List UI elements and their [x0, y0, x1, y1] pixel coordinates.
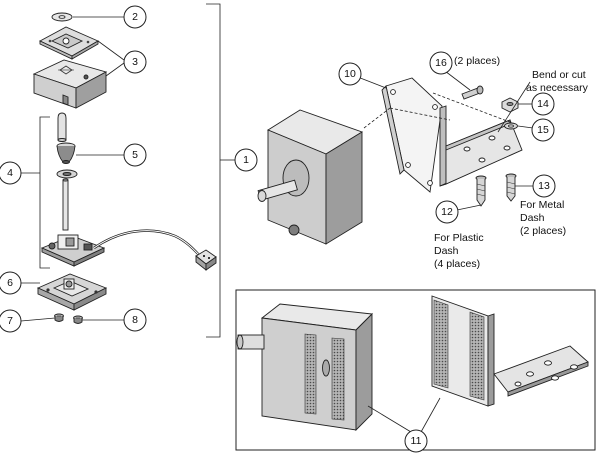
label-metal-line-3: (2 places)	[520, 225, 566, 237]
item-1-actuator-housing	[257, 109, 364, 245]
svg-text:6: 6	[7, 277, 13, 289]
item-4-group-bracket	[39, 116, 50, 269]
svg-text:4: 4	[7, 167, 13, 179]
inset-l-bracket	[431, 295, 589, 407]
callout-10: 10	[338, 62, 362, 86]
svg-text:16: 16	[435, 57, 447, 69]
callout-5: 5	[123, 143, 147, 167]
item-2-washer	[51, 12, 73, 22]
item-4-wire-connector	[195, 249, 217, 271]
item-7-screw	[54, 313, 64, 322]
callout-7: 7	[0, 309, 22, 333]
label-bend-line-2: as necessary	[526, 82, 589, 94]
callout-1: 1	[234, 148, 258, 172]
item-13-screw	[505, 173, 517, 202]
callout-15: 15	[531, 118, 555, 142]
l-bracket	[439, 105, 523, 187]
item-16-screw	[461, 85, 484, 100]
item-15-washer	[504, 122, 518, 130]
item-8-screw	[73, 315, 83, 324]
label-plastic-line-1: For Plastic	[434, 232, 484, 244]
callout-13: 13	[532, 174, 556, 198]
item-4-circuit-board	[40, 229, 203, 267]
svg-text:3: 3	[132, 56, 138, 68]
item-6-base-plate	[36, 273, 108, 311]
svg-text:1: 1	[243, 154, 249, 166]
inset-actuator-housing	[236, 303, 373, 432]
callout-8: 8	[123, 308, 147, 332]
label-metal-line-2: Dash	[520, 212, 545, 224]
item-14-nut	[501, 97, 519, 113]
item-10-mounting-plate	[381, 77, 443, 193]
item-5-grommet	[56, 142, 78, 179]
svg-text:10: 10	[344, 68, 356, 80]
item-3-cover-housing	[32, 59, 108, 109]
callout-3: 3	[123, 50, 147, 74]
item-3-gasket-plate	[38, 26, 99, 60]
callout-14: 14	[531, 92, 555, 116]
item-4-plunger	[57, 112, 67, 142]
callout-2: 2	[123, 5, 147, 29]
callout-6: 6	[0, 271, 22, 295]
item-12-screw	[475, 175, 487, 207]
assembly-bracket	[206, 3, 221, 338]
item-4-rod	[62, 178, 69, 231]
label-plastic-line-2: Dash	[434, 245, 459, 257]
label-16-places: (2 places)	[454, 55, 500, 67]
label-bend-line-1: Bend or cut	[532, 69, 586, 81]
screw-axis-line	[389, 107, 451, 121]
callout-12: 12	[435, 200, 459, 224]
label-plastic-line-3: (4 places)	[434, 258, 480, 270]
label-metal-line-1: For Metal	[520, 199, 564, 211]
callout-11: 11	[404, 429, 428, 453]
svg-text:2: 2	[132, 11, 138, 23]
svg-text:14: 14	[537, 98, 549, 110]
svg-text:7: 7	[7, 315, 13, 327]
callout-16: 16	[429, 51, 453, 75]
svg-text:12: 12	[441, 206, 453, 218]
svg-text:8: 8	[132, 314, 138, 326]
svg-text:13: 13	[538, 180, 550, 192]
plate-axis-line	[363, 107, 391, 129]
svg-text:5: 5	[132, 149, 138, 161]
svg-text:15: 15	[537, 124, 549, 136]
callout-4: 4	[0, 161, 22, 185]
svg-text:11: 11	[411, 435, 422, 447]
